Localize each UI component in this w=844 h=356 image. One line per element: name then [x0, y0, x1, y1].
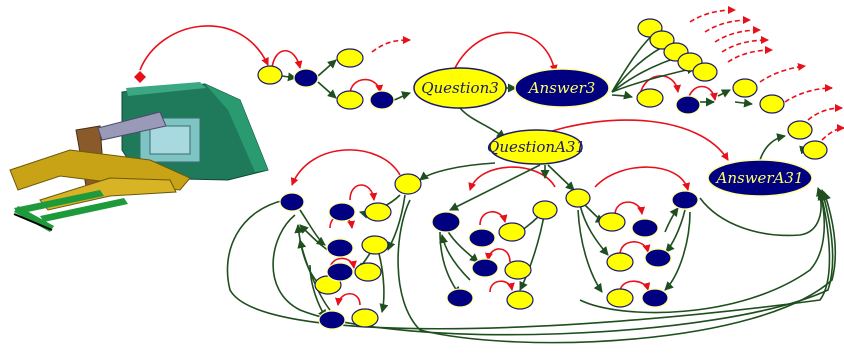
node-answer3-label: Answer3: [527, 79, 596, 97]
node-answer-a31-label: AnswerA31: [715, 169, 804, 187]
dashed-red-arrows: [371, 6, 844, 141]
node-question-a31-label: QuestionA31: [487, 138, 585, 156]
node-answer-a31: AnswerA31: [707, 159, 813, 197]
node-question3: Question3: [413, 67, 507, 109]
blue-answer-nodes: [279, 68, 701, 330]
node-answer3: Answer3: [514, 68, 610, 108]
green-arrows: [226, 29, 837, 344]
yellow-question-nodes: [257, 18, 828, 328]
node-question-a31: QuestionA31: [487, 129, 585, 165]
machine-illustration: [9, 71, 269, 232]
node-question3-label: Question3: [421, 79, 499, 97]
